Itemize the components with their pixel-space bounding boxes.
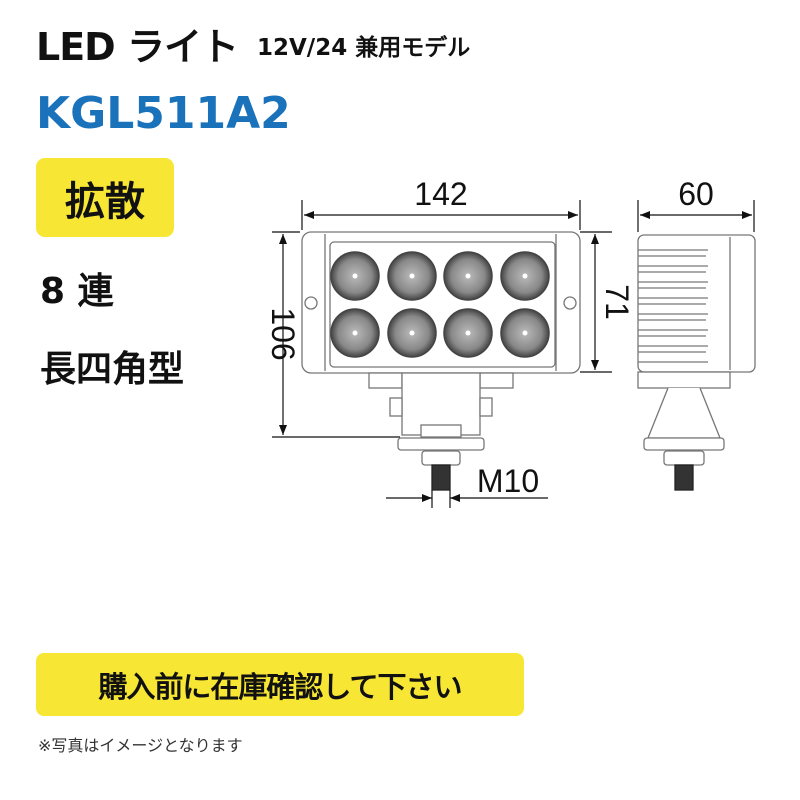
height-dimension: 106 [265, 307, 301, 360]
led-count: 8 連 [40, 271, 114, 312]
shape-label: 長四角型 [40, 349, 185, 390]
side-view [637, 234, 756, 491]
lens-height-dimension: 71 [599, 284, 635, 320]
model-number: KGL511A2 [36, 88, 291, 139]
image-disclaimer: ※写真はイメージとなります [38, 736, 243, 755]
bolt-dimension: M10 [477, 463, 539, 499]
led-array [330, 251, 550, 358]
beam-type-badge: 拡散 [36, 158, 174, 237]
depth-dimension: 60 [678, 176, 714, 212]
voltage-subtitle: 12V/24 兼用モデル [257, 35, 471, 61]
dimension-lines [272, 200, 755, 508]
stock-check-notice: 購入前に在庫確認して下さい [36, 653, 524, 716]
width-dimension: 142 [414, 176, 467, 212]
product-title: LED ライト [36, 25, 239, 69]
